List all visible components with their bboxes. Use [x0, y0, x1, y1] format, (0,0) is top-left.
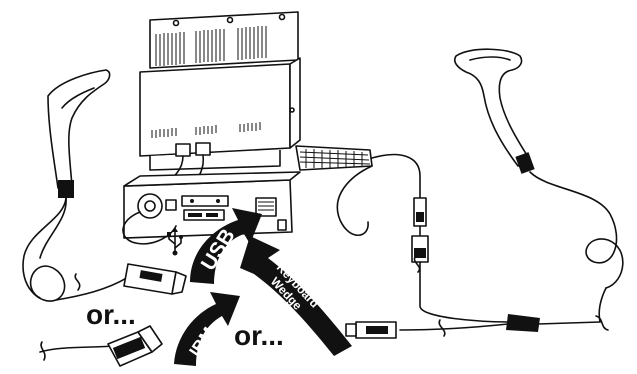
keyboard-wedge-cable	[336, 153, 601, 339]
keyboard	[295, 145, 373, 171]
computer-case	[122, 171, 301, 245]
usb-icon	[167, 227, 183, 256]
or-label-bottom: or...	[234, 320, 284, 351]
or-label-left: or...	[86, 299, 136, 330]
left-barcode-scanner	[22, 69, 187, 367]
monitor	[139, 11, 301, 189]
ibm-arrow: IBM	[174, 292, 240, 366]
right-barcode-scanner	[453, 48, 624, 331]
